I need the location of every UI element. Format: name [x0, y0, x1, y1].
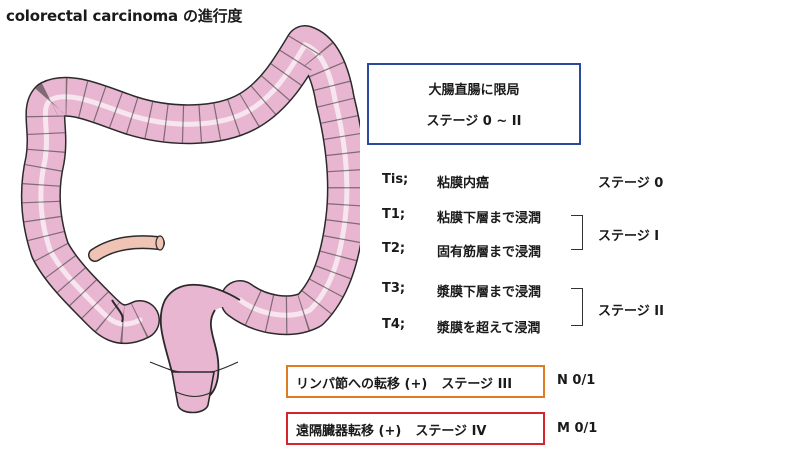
- stage-t4-desc: 漿膜を超えて浸潤: [437, 321, 541, 336]
- stage-tis-desc: 粘膜内癌: [437, 176, 490, 191]
- lymph-metastasis-box: リンパ節への転移 (+) ステージ III: [286, 365, 545, 398]
- stage-i-label: ステージ I: [598, 229, 660, 244]
- m-code: M 0/1: [557, 421, 598, 436]
- localized-stage-range: ステージ 0 ~ II: [426, 114, 522, 129]
- stage-t3-desc: 漿膜下層まで浸潤: [437, 285, 542, 300]
- stage-t2-code: T2;: [382, 241, 406, 256]
- stage-t2-desc: 固有筋層まで浸潤: [437, 245, 542, 260]
- stage-iv-label: ステージ IV: [415, 424, 487, 439]
- stage-iii-label: ステージ III: [441, 377, 513, 392]
- stage-ii-bracket: [571, 288, 583, 326]
- stage-0-label: ステージ 0: [598, 176, 664, 191]
- stage-i-bracket: [571, 215, 583, 250]
- stage-t4-code: T4;: [382, 317, 406, 332]
- colon-illustration-icon: [20, 22, 360, 414]
- localized-label: 大腸直腸に限局: [428, 83, 520, 98]
- n-code: N 0/1: [557, 373, 596, 388]
- localized-stage-box: 大腸直腸に限局 ステージ 0 ~ II: [367, 63, 581, 145]
- distant-metastasis-box: 遠隔臓器転移 (+) ステージ IV: [286, 412, 545, 445]
- stage-ii-label: ステージ II: [598, 304, 664, 319]
- page-title: colorectal carcinoma の進行度: [6, 7, 243, 25]
- stage-t3-code: T3;: [382, 281, 406, 296]
- stage-t1-code: T1;: [382, 207, 406, 222]
- distant-metastasis-text: 遠隔臓器転移 (+): [296, 424, 402, 439]
- stage-tis-code: Tis;: [382, 172, 409, 187]
- stage-t1-desc: 粘膜下層まで浸潤: [437, 211, 542, 226]
- lymph-metastasis-text: リンパ節への転移 (+): [296, 377, 428, 392]
